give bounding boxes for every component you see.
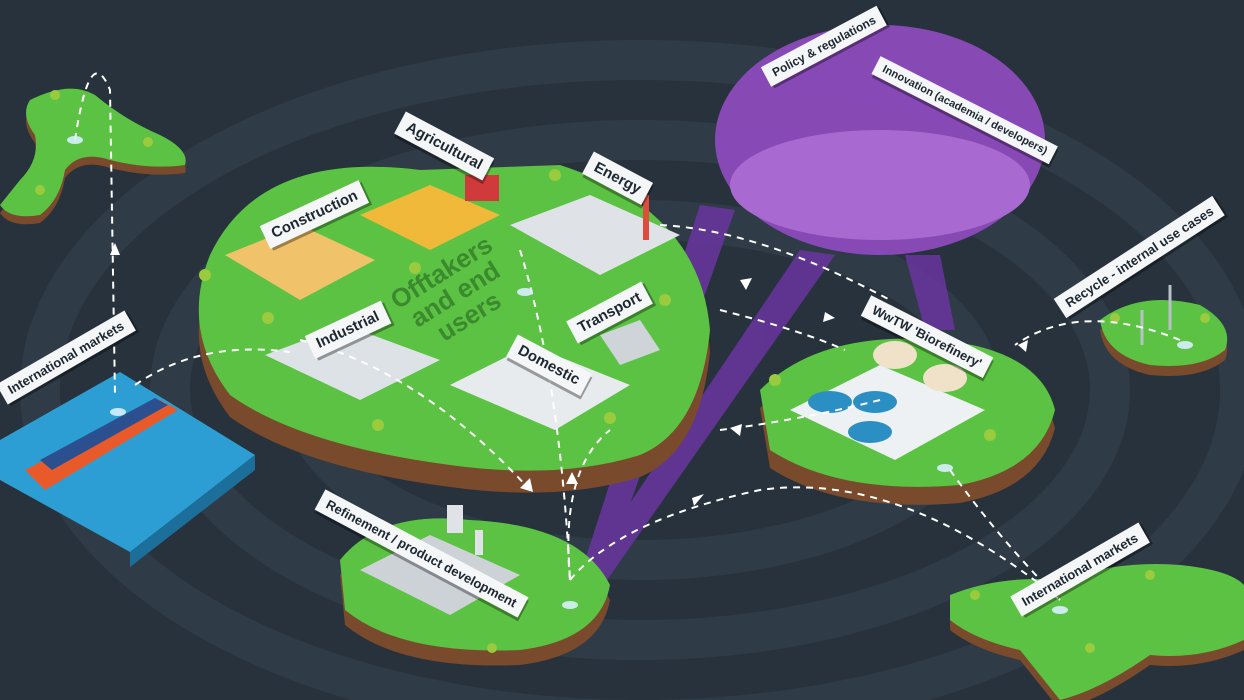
uk-map-island bbox=[0, 88, 186, 225]
domestic-area bbox=[450, 345, 630, 430]
india-map-island bbox=[950, 564, 1244, 700]
construction-site bbox=[225, 225, 375, 300]
arrow-heads bbox=[110, 243, 1028, 506]
trees bbox=[35, 90, 1210, 653]
smokestack bbox=[643, 195, 649, 240]
policy-dome-floor bbox=[730, 130, 1030, 240]
agricultural-farm bbox=[360, 185, 500, 250]
sea-tile bbox=[0, 372, 255, 567]
energy-plant bbox=[510, 195, 680, 275]
cargo-ship bbox=[25, 398, 178, 490]
location-markers bbox=[67, 136, 1193, 614]
transport-road bbox=[600, 320, 660, 365]
wwtw-island bbox=[760, 338, 1055, 505]
